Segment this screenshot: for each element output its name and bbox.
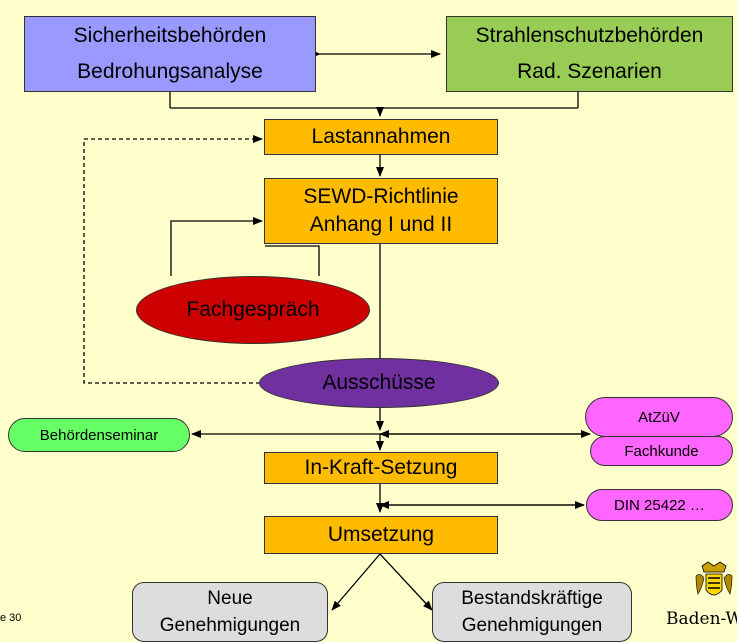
existing-permits-line1: Bestandskräftige (461, 588, 603, 609)
committees-ellipse: Ausschüsse (259, 358, 499, 408)
load-assumptions-label: Lastannahmen (311, 125, 451, 148)
new-permits-line1: Neue (207, 588, 253, 609)
committees-label: Ausschüsse (322, 371, 436, 394)
security-line1: Sicherheitsbehörden (73, 24, 267, 47)
link-new-permits (331, 553, 381, 611)
existing-permits-line2: Genehmigungen (461, 615, 603, 636)
implementation-box: Umsetzung (264, 516, 498, 554)
link-existing-permits (379, 553, 433, 611)
expertise-pill: Fachkunde (590, 436, 733, 466)
in-force-box: In-Kraft-Setzung (264, 452, 498, 484)
link-committees-load-dashed (83, 135, 263, 384)
expertise-label: Fachkunde (624, 442, 699, 460)
new-permits-box: Neue Genehmigungen (132, 582, 328, 642)
radiation-line2: Rad. Szenarien (517, 60, 662, 83)
din-label: DIN 25422 … (614, 496, 705, 514)
guideline-line1: SEWD-Richtlinie (303, 185, 459, 208)
implementation-label: Umsetzung (327, 523, 435, 546)
security-line2: Bedrohungsanalyse (77, 60, 263, 83)
in-force-label: In-Kraft-Setzung (304, 456, 458, 479)
new-permits-line2: Genehmigungen (159, 615, 301, 636)
security-authorities-box: Sicherheitsbehörden Bedrohungsanalyse (24, 16, 316, 92)
logo-text: Baden-Würt (666, 609, 737, 629)
link-guideline-expert (170, 217, 263, 276)
page-number: e 30 (0, 612, 22, 624)
load-assumptions-box: Lastannahmen (264, 119, 498, 155)
atzuev-pill: AtZüV (585, 397, 733, 437)
expert-talk-ellipse: Fachgespräch (136, 276, 370, 344)
existing-permits-box: Bestandskräftige Genehmigungen (432, 582, 632, 642)
radiation-authorities-box: Strahlenschutzbehörden Rad. Szenarien (446, 16, 733, 92)
din-pill: DIN 25422 … (586, 489, 733, 521)
expert-talk-label: Fachgespräch (186, 298, 320, 321)
radiation-line1: Strahlenschutzbehörden (475, 24, 704, 47)
atzuev-label: AtZüV (638, 408, 680, 426)
authority-seminar-pill: Behördenseminar (8, 418, 190, 452)
guideline-line2: Anhang I und II (309, 213, 453, 236)
state-coat-of-arms-icon (695, 561, 733, 596)
guideline-box: SEWD-Richtlinie Anhang I und II (264, 178, 498, 244)
authority-seminar-label: Behördenseminar (39, 426, 159, 444)
